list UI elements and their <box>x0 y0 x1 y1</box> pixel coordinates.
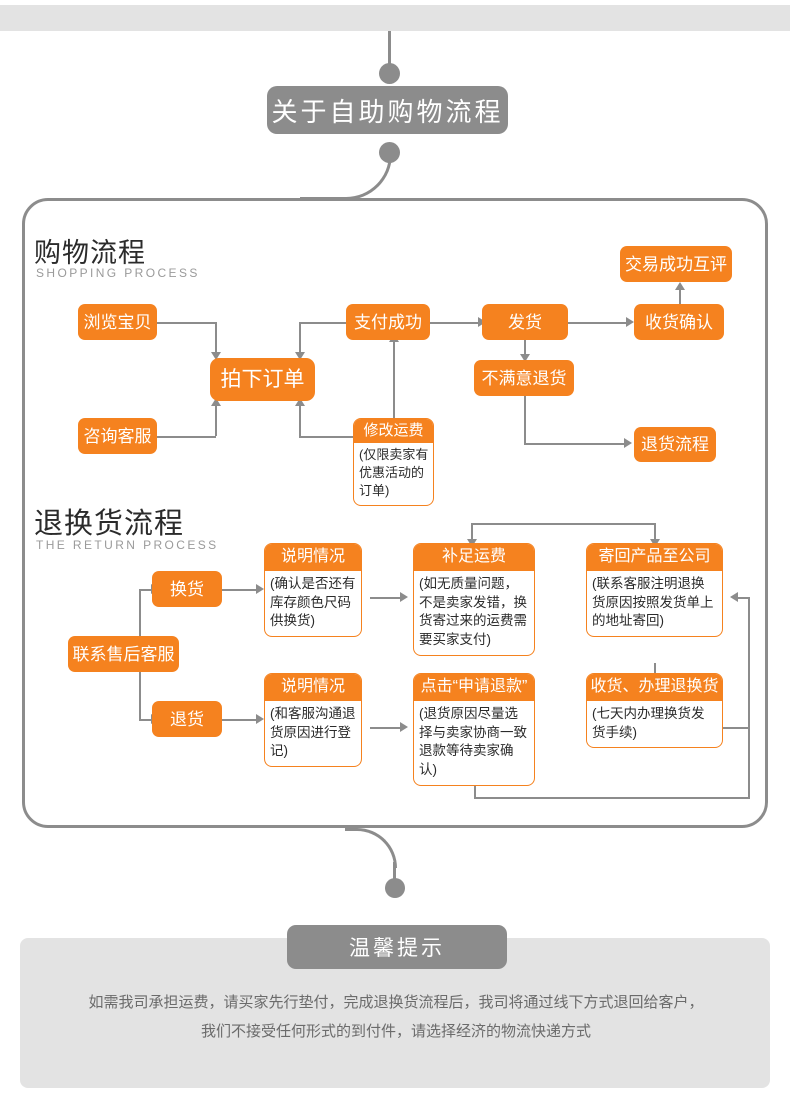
box-exchange-explain[interactable]: 说明情况 (确认是否还有库存颜色尺码供换货) <box>264 543 362 637</box>
box-apply-refund-head: 点击“申请退款” <box>414 674 534 701</box>
bottom-connector-dot <box>385 878 405 898</box>
connector-freight-to-pay <box>393 340 395 418</box>
connector-unsat-down <box>524 396 526 444</box>
box-apply-refund-note: (退货原因尽量选择与卖家协商一致退款等待卖家确认) <box>419 706 527 777</box>
arrow-into-exchange-explain <box>256 584 264 594</box>
node-mutual-review[interactable]: 交易成功互评 <box>620 246 732 282</box>
box-refund-explain[interactable]: 说明情况 (和客服沟通退货原因进行登记) <box>264 673 362 767</box>
box-send-back-note: (联系客服注明退换货原因按照发货单上的地址寄回) <box>592 576 714 629</box>
bottom-connector-stem <box>393 862 396 886</box>
box-pay-freight-head: 补足运费 <box>414 544 534 571</box>
node-contact-service[interactable]: 联系售后客服 <box>68 636 179 672</box>
box-receive-handle[interactable]: 收货、办理退换货 (七天内办理换货发货手续) <box>586 673 723 749</box>
return-section-title-cn: 退换货流程 <box>34 508 185 540</box>
node-pay-success[interactable]: 支付成功 <box>346 304 430 340</box>
shopping-section-title-cn: 购物流程 <box>34 238 146 268</box>
box-refund-explain-note: (和客服沟通退货原因进行登记) <box>270 706 356 759</box>
node-consult-service[interactable]: 咨询客服 <box>78 418 157 454</box>
box-exchange-explain-note: (确认是否还有库存颜色尺码供换货) <box>270 576 356 629</box>
connector-consult-up <box>215 404 217 436</box>
tips-line-2: 我们不接受任何形式的到付件，请选择经济的物流快递方式 <box>200 1023 591 1041</box>
tips-body: 如需我司承担运费，请买家先行垫付，完成退换货流程后，我司将通过线下方式退回给客户… <box>40 988 752 1047</box>
connector-browse-right <box>156 322 216 324</box>
box-pay-freight-note: (如无质量问题，不是卖家发错，换货寄过来的运费需要买家支付) <box>419 576 527 647</box>
return-section-title-en: THE RETURN PROCESS <box>36 538 219 552</box>
node-exchange[interactable]: 换货 <box>152 571 222 607</box>
header-connector-dot-bottom <box>379 142 400 163</box>
shopping-section-title-en: SHOPPING PROCESS <box>36 266 200 280</box>
connector-bracket-top <box>471 523 656 525</box>
tips-line-1: 如需我司承担运费，请买家先行垫付，完成退换货流程后，我司将通过线下方式退回给客户… <box>88 994 704 1011</box>
box-apply-refund[interactable]: 点击“申请退款” (退货原因尽量选择与卖家协商一致退款等待卖家确认) <box>413 673 535 786</box>
connector-explain-to-pay <box>370 597 404 599</box>
connector-freight-up <box>299 404 301 436</box>
node-return-process[interactable]: 退货流程 <box>634 427 716 462</box>
box-send-back[interactable]: 寄回产品至公司 (联系客服注明退换货原因按照发货单上的地址寄回) <box>586 543 723 637</box>
connector-freight-left <box>299 436 353 438</box>
bottom-curve-connector <box>345 828 397 868</box>
connector-right-riser <box>748 597 750 797</box>
connector-unsat-right <box>524 443 628 445</box>
connector-bracket-send-down <box>654 523 656 543</box>
connector-right-into-sendback <box>738 597 750 599</box>
header-connector-line <box>388 31 391 77</box>
box-modify-freight-note: (仅限卖家有优惠活动的订单) <box>359 447 429 499</box>
connector-ship-to-unsat <box>524 340 526 358</box>
arrow-right-into-apply-refund <box>400 722 408 732</box>
box-modify-freight-head: 修改运费 <box>354 419 433 443</box>
connector-ship-to-confirm <box>568 322 630 324</box>
box-pay-freight[interactable]: 补足运费 (如无质量问题，不是卖家发错，换货寄过来的运费需要买家支付) <box>413 543 535 656</box>
page-title: 关于自助购物流程 <box>267 86 508 134</box>
box-exchange-explain-head: 说明情况 <box>265 544 361 571</box>
connector-pay-to-ship <box>430 322 482 324</box>
connector-service-arm-exchange <box>139 589 155 591</box>
top-grey-strip <box>0 5 790 31</box>
connector-pay-down <box>299 322 301 354</box>
connector-receive-to-riser <box>723 727 748 729</box>
header-connector-dot-top <box>379 63 400 84</box>
connector-apply-right <box>474 797 750 799</box>
arrow-up-into-place-order-right <box>295 398 305 406</box>
arrow-into-place-order-left <box>211 352 221 360</box>
connector-service-arm-refund <box>139 719 155 721</box>
arrow-into-confirm <box>626 317 634 327</box>
box-receive-handle-head: 收货、办理退换货 <box>587 674 722 701</box>
connector-consult-right <box>156 436 216 438</box>
connector-apply-down <box>474 779 476 799</box>
connector-sendback-down <box>654 663 656 677</box>
header-curve-connector <box>300 152 392 200</box>
node-place-order[interactable]: 拍下订单 <box>210 358 315 401</box>
arrow-right-into-pay-freight <box>400 592 408 602</box>
box-receive-handle-note: (七天内办理换货发货手续) <box>592 706 705 740</box>
node-unsatisfied-return[interactable]: 不满意退货 <box>474 360 574 396</box>
node-confirm-receipt[interactable]: 收货确认 <box>634 304 724 340</box>
arrow-into-place-order-right <box>295 352 305 360</box>
arrow-up-into-place-order-left <box>211 398 221 406</box>
box-modify-freight[interactable]: 修改运费 (仅限卖家有优惠活动的订单) <box>353 418 434 506</box>
connector-pay-left <box>299 322 347 324</box>
node-refund[interactable]: 退货 <box>152 701 222 737</box>
arrow-into-return-process <box>624 438 632 448</box>
box-send-back-head: 寄回产品至公司 <box>587 544 722 571</box>
node-browse[interactable]: 浏览宝贝 <box>78 304 157 340</box>
arrow-into-unsatisfied <box>520 354 530 362</box>
connector-refund-to-explain <box>222 719 260 721</box>
node-ship[interactable]: 发货 <box>482 304 568 340</box>
arrow-into-review <box>675 282 685 290</box>
connector-explain-to-apply <box>370 727 404 729</box>
connector-exchange-to-explain <box>222 589 260 591</box>
arrow-into-refund-explain <box>256 714 264 724</box>
connector-confirm-to-review <box>679 290 681 306</box>
tips-title: 温馨提示 <box>287 925 507 969</box>
box-refund-explain-head: 说明情况 <box>265 674 361 701</box>
arrow-left-into-send-back <box>730 592 738 602</box>
connector-browse-down <box>215 322 217 354</box>
connector-bracket-pay-down <box>471 523 473 543</box>
